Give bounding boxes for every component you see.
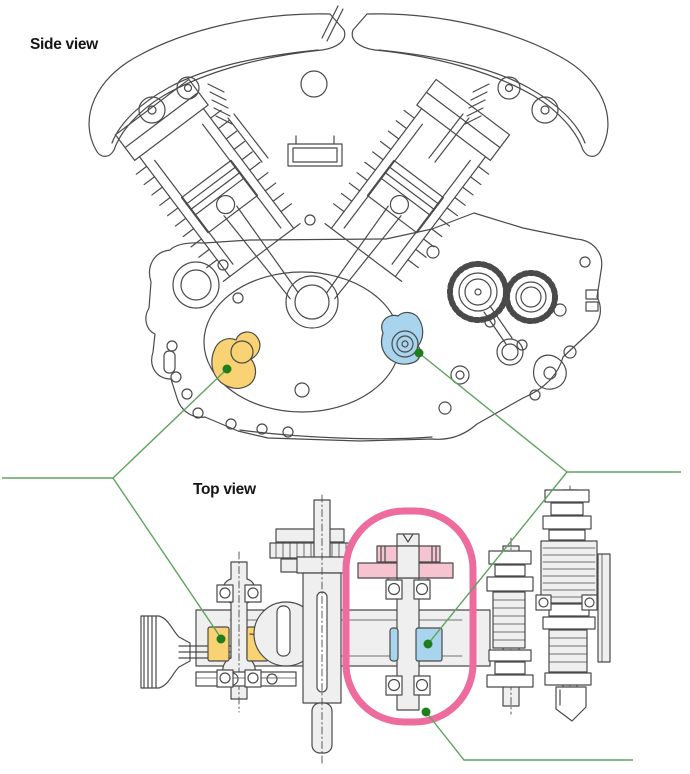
- balancer-shaft-assembly: [357, 533, 454, 711]
- yellow-highlight-side: [211, 331, 261, 389]
- callout-dot-blue-side: [414, 348, 424, 358]
- pink-callout-ring: [342, 507, 477, 726]
- main-center-shaft: [296, 494, 348, 766]
- blue-highlight-top: [389, 627, 443, 662]
- callout-line-yellow-diagonal: [112, 368, 228, 479]
- callout-dot-yellow-side: [222, 364, 232, 374]
- top-view-label: Top view: [193, 481, 256, 498]
- side-view-drawing: [88, 5, 609, 442]
- valve-cover-right: [351, 13, 609, 163]
- blue-highlight-side: [380, 311, 424, 365]
- callout-lines: [2, 352, 681, 761]
- blue-sliver: [389, 627, 399, 662]
- yellow-highlight-blob: [211, 331, 261, 389]
- callout-dot-yellow-top: [216, 634, 226, 644]
- gear-train: [447, 261, 558, 366]
- yellow-block-left: [207, 626, 230, 662]
- callout-dot-blue-top: [423, 639, 433, 649]
- valve-cover-left: [88, 13, 346, 163]
- top-view-drawing: [140, 485, 611, 766]
- front-crank-shaft: [195, 551, 297, 713]
- callout-dots: [216, 348, 433, 717]
- callout-line-yellow-to-top-view: [112, 477, 222, 639]
- cylinder-head-center: [287, 5, 344, 167]
- callout-line-ring: [425, 711, 633, 761]
- crankcase: [145, 212, 603, 442]
- callout-line-blue-to-top-view: [427, 471, 568, 645]
- callout-line-blue-diagonal: [418, 352, 568, 473]
- transmission-assembly: [486, 485, 611, 722]
- side-view-label: Side view: [30, 36, 98, 53]
- callout-dot-ring: [421, 707, 431, 717]
- cylinder-right: [287, 74, 516, 329]
